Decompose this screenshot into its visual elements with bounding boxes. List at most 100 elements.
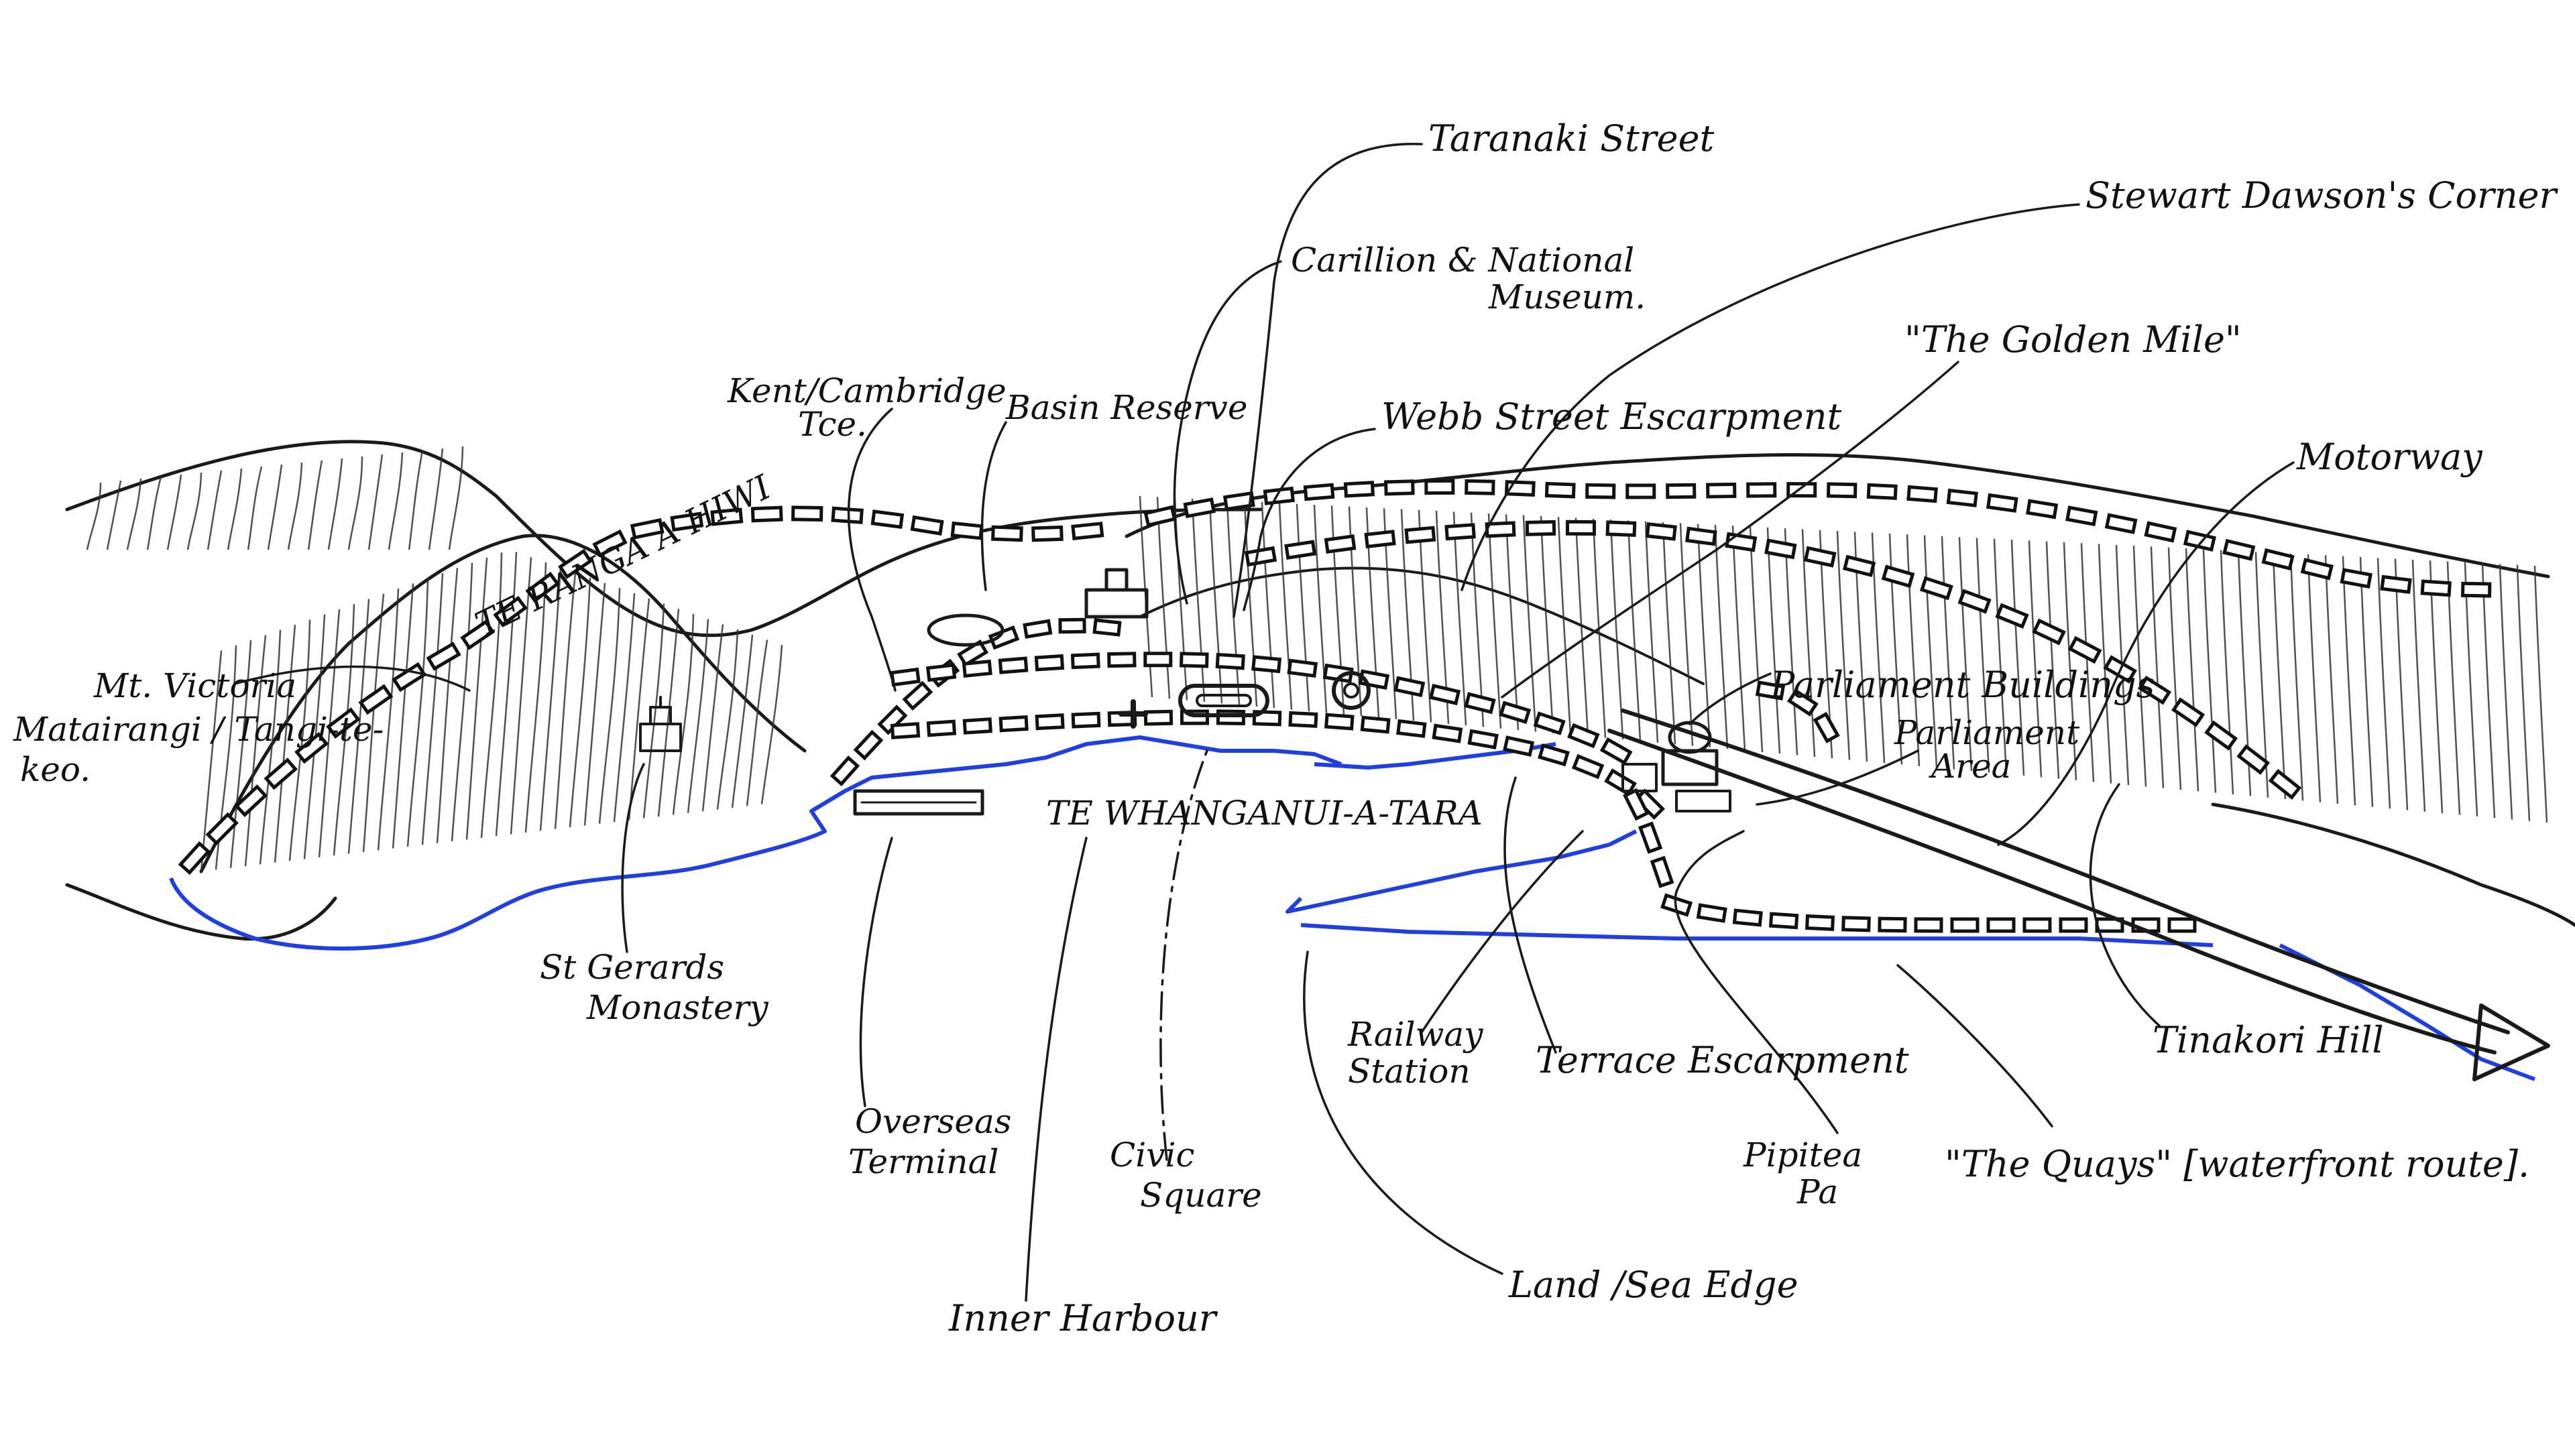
route-parliament-spur <box>1786 688 1819 717</box>
hatch-stroke <box>436 568 459 843</box>
label-stewart-dawsons-corner: Stewart Dawson's Corner <box>2085 174 2559 217</box>
route-the-quays <box>1878 916 1907 933</box>
hatch-stroke <box>583 583 606 826</box>
route-golden-mile <box>925 663 957 682</box>
hatch-stroke <box>480 552 503 838</box>
hatch-stroke <box>1261 502 1275 709</box>
hatch-stroke <box>1592 518 1607 738</box>
route-lower <box>1216 709 1246 725</box>
route-middle <box>1244 546 1277 567</box>
label-st-gerards-line2: Monastery <box>586 988 769 1027</box>
route-upper-ridge <box>1143 505 1177 528</box>
landmarks <box>639 568 1731 816</box>
hatch-stroke <box>716 629 739 810</box>
route-lower <box>1571 753 1605 780</box>
route-golden-mile <box>1428 683 1461 706</box>
route-lower <box>1503 735 1535 757</box>
hatch-stroke <box>347 599 370 854</box>
route-golden-mile <box>890 667 921 687</box>
label-overseas-line1: Overseas <box>855 1102 1011 1141</box>
route-upper-ridge <box>1263 486 1295 505</box>
route-middle <box>1725 532 1758 552</box>
landform <box>65 440 2575 941</box>
hatch-stroke <box>2028 540 2043 778</box>
label-kent-line2: Tce. <box>798 405 867 444</box>
route-the-quays <box>1696 903 1727 923</box>
route-upper-ridge <box>2300 558 2334 581</box>
route-upper-ridge <box>1465 479 1495 495</box>
route-upper-ridge <box>2104 513 2138 534</box>
hatch-stroke <box>1452 511 1467 726</box>
hatch-stroke <box>1487 513 1502 729</box>
hatch-stroke <box>2045 541 2060 779</box>
hatch-stroke <box>2533 565 2548 823</box>
hatch-stroke <box>2411 559 2426 812</box>
route-ranga-a-hiwi <box>592 529 628 558</box>
route-middle <box>1764 538 1797 560</box>
hatch-stroke <box>1941 536 1955 770</box>
route-golden-mile <box>1599 737 1633 766</box>
leader-carillion <box>1173 260 1282 605</box>
route-ranga-a-hiwi <box>950 521 984 540</box>
route-ranga-a-hiwi <box>791 505 823 522</box>
hatch-stroke <box>2202 549 2217 793</box>
hatch-stroke <box>448 446 464 550</box>
hatch-stroke <box>86 482 102 550</box>
route-upper-ridge <box>2261 548 2295 570</box>
route-ranga-a-hiwi <box>630 518 665 540</box>
label-golden-mile: "The Golden Mile" <box>1904 318 2242 361</box>
route-golden-mile <box>1180 652 1209 668</box>
route-the-quays <box>1950 917 1980 933</box>
hatch-stroke <box>229 640 252 868</box>
route-middle <box>1364 530 1396 549</box>
hatch-stroke <box>1906 534 1921 767</box>
hatch-stroke <box>2464 562 2478 816</box>
leader-parliament <box>1689 672 1772 725</box>
route-ranga-a-hiwi <box>460 619 496 650</box>
hatch-stroke <box>2307 554 2322 802</box>
label-civic-line1: Civic <box>1110 1136 1195 1174</box>
hatch-stroke <box>1330 505 1345 715</box>
route-lower <box>962 717 992 735</box>
label-motorway: Motorway <box>2296 436 2483 478</box>
route-upper-ridge <box>1585 483 1616 499</box>
leader-land-sea <box>1303 951 1503 1275</box>
hatch-stroke <box>1714 524 1729 749</box>
route-lower <box>1538 743 1570 767</box>
route-the-quays <box>1638 821 1663 854</box>
leader-parliament-area <box>1756 749 1919 806</box>
route-golden-mile <box>962 659 992 678</box>
hatch-stroke <box>1278 503 1293 710</box>
hatch-stroke <box>2254 552 2269 798</box>
motorway-band <box>1621 709 2510 1034</box>
hatch-stroke <box>428 448 444 550</box>
route-parliament-spur <box>1755 680 1786 701</box>
hatch-stroke <box>186 472 203 550</box>
route-middle <box>1957 589 1992 614</box>
label-mt-victoria-line1: Mt. Victoria <box>93 666 296 705</box>
hatch-stroke <box>2272 552 2287 800</box>
route-golden-mile <box>1034 654 1065 672</box>
hatch-stroke <box>1784 528 1798 755</box>
route-the-quays <box>2059 917 2088 933</box>
hatch-stroke <box>2516 564 2531 821</box>
label-overseas-line2: Terminal <box>848 1142 998 1181</box>
route-upper-ridge <box>2222 538 2256 561</box>
leader-lines <box>233 143 2295 1302</box>
route-kent-cambridge <box>1092 618 1122 637</box>
leader-inner-harbour <box>1025 837 1088 1302</box>
route-golden-mile <box>1567 723 1600 749</box>
label-parliament-area-line2: Area <box>1929 747 2011 786</box>
route-middle <box>2137 675 2172 705</box>
route-middle <box>1324 534 1357 554</box>
leader-motorway <box>1997 461 2295 846</box>
route-ranga-a-hiwi <box>558 548 593 579</box>
label-railway-line2: Station <box>1348 1052 1471 1091</box>
hatch-stroke <box>465 557 488 840</box>
hatch-stroke <box>227 468 243 550</box>
hatch-stroke <box>642 603 665 818</box>
route-the-quays <box>1650 855 1674 888</box>
hills-base-right <box>2211 802 2575 927</box>
route-ranga-a-hiwi <box>750 505 783 523</box>
route-middle <box>2268 769 2302 800</box>
